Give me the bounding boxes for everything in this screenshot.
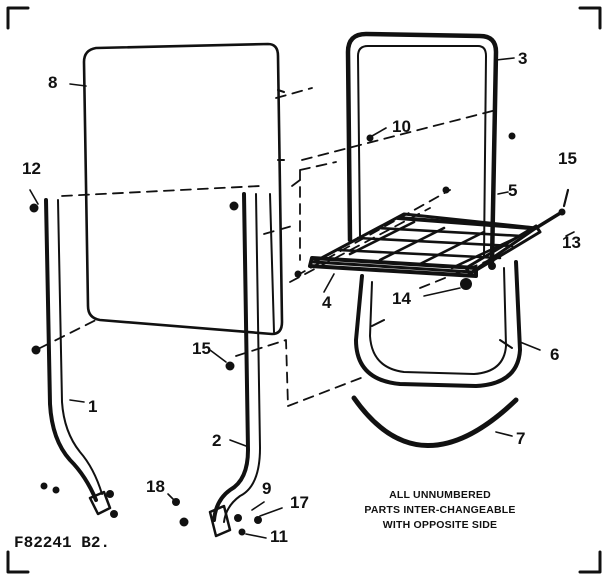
label-part-1: 1: [88, 397, 98, 416]
seat-basket-part-6: [354, 260, 522, 388]
label-part-7: 7: [516, 429, 526, 448]
figure-code: F82241 B2.: [14, 534, 111, 552]
back-panel-part-8: [82, 42, 284, 336]
label-part-2: 2: [212, 431, 222, 450]
label-part-5: 5: [508, 181, 518, 200]
border-corner-bottom-right: [578, 550, 602, 574]
interchangeable-parts-note: ALL UNNUMBERED PARTS INTER-CHANGEABLE WI…: [334, 488, 546, 533]
label-part-6: 6: [550, 345, 560, 364]
front-rail-part-4: [308, 256, 478, 278]
label-part-13: 13: [562, 233, 581, 252]
border-corner-top-right: [578, 6, 602, 30]
left-leg-part-1: [44, 198, 98, 502]
label-part-4: 4: [322, 293, 332, 312]
seat-frame-part-3: [345, 31, 499, 265]
note-line-3: WITH OPPOSITE SIDE: [382, 519, 498, 531]
label-part-18: 18: [146, 477, 165, 496]
note-line-1: ALL UNNUMBERED: [389, 489, 491, 501]
label-part-12: 12: [22, 159, 41, 178]
label-part-3: 3: [518, 49, 528, 68]
note-line-2: PARTS INTER-CHANGEABLE: [364, 504, 516, 516]
label-part-11: 11: [270, 527, 288, 546]
border-corner-bottom-left: [6, 550, 30, 574]
label-part-9: 9: [262, 479, 272, 498]
label-part-14: 14: [392, 289, 411, 308]
label-part-8: 8: [48, 73, 58, 92]
label-part-10: 10: [392, 117, 411, 136]
strap-part-7: [351, 395, 519, 448]
border-corner-top-left: [6, 6, 30, 30]
rear-rail-part-5: [396, 216, 532, 230]
label-part-17: 17: [290, 493, 309, 512]
label-part-15-top: 15: [558, 149, 577, 168]
label-part-15-left: 15: [192, 339, 211, 358]
